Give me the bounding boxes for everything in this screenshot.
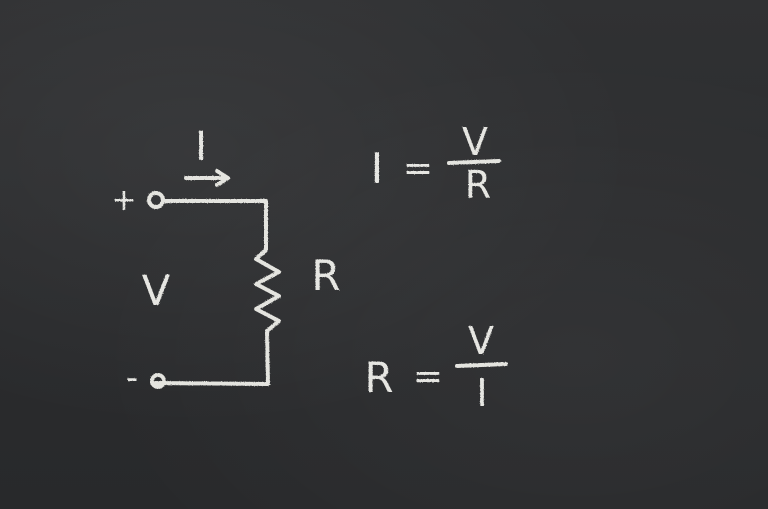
current-arrow-icon [184, 169, 230, 187]
negative-terminal [150, 373, 166, 389]
formula1-denominator: R [465, 163, 491, 207]
formula2-numerator: V [468, 319, 494, 363]
minus-sign: - [126, 358, 138, 398]
formula1-fraction-bar [447, 159, 501, 165]
ohms-law-formula: I = V R [371, 120, 501, 207]
formula2-denominator: I [476, 371, 487, 415]
formula2-fraction-bar [455, 362, 508, 368]
circuit-wire-with-resistor [150, 199, 281, 386]
positive-terminal [147, 191, 165, 209]
plus-sign: + [111, 183, 136, 218]
formula2-equals: = [413, 356, 443, 397]
voltage-label: V [142, 266, 171, 315]
formula2-lhs: R [364, 353, 393, 402]
resistance-formula: R = V I [364, 319, 508, 415]
formula1-lhs: I [371, 144, 383, 193]
formula1-equals: = [403, 148, 433, 189]
circuit-diagram: I + - V R [111, 124, 340, 398]
current-label: I [195, 124, 207, 170]
resistor-label: R [311, 251, 340, 300]
formula1-numerator: V [462, 120, 488, 164]
